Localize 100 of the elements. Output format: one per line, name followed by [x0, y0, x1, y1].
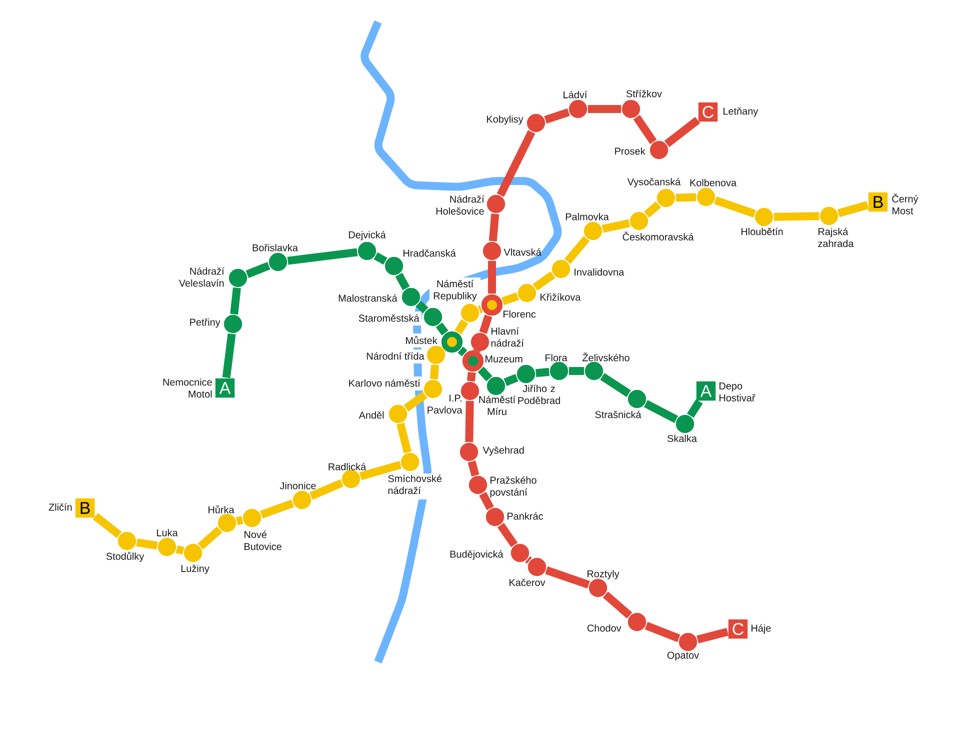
metro-line: [496, 130, 536, 197]
metro-line: [458, 346, 468, 356]
station-name: Radlická: [328, 462, 366, 470]
station-name: Náměstí Míru: [479, 396, 516, 416]
station-dot: [510, 543, 530, 563]
interchange-dot: [480, 294, 504, 316]
metro-line: [633, 114, 657, 144]
station-name: Letňany: [724, 107, 758, 117]
metro-line: [479, 314, 492, 334]
metro-line: [236, 516, 244, 525]
station-name: Invalidovna: [574, 268, 624, 276]
metro-line: [222, 333, 236, 378]
station-name: Ládví: [564, 90, 588, 98]
interchange-dot: [440, 330, 464, 354]
metro-line: [602, 219, 630, 233]
metro-line: [198, 526, 222, 550]
station-dot: [656, 188, 676, 208]
station-dot: [583, 221, 603, 241]
terminal-sign: C: [728, 618, 748, 640]
station-dot: [117, 531, 137, 551]
station-name: Strašnická: [595, 410, 642, 418]
station-name: Jinonice: [280, 482, 316, 490]
station-name: Náměstí Republiky: [434, 280, 477, 302]
station-dot: [549, 361, 569, 381]
station-dot: [675, 414, 695, 434]
metro-line: [467, 372, 476, 382]
interchange-dot: [462, 350, 484, 372]
station-name: Florenc: [504, 310, 536, 318]
station-name: Pankrác: [508, 512, 543, 520]
station-name: Rajská zahrada: [818, 228, 854, 248]
station-dot: [819, 206, 839, 226]
station-dot: [649, 140, 669, 160]
station-dot: [401, 287, 421, 307]
station-name: Nemocnice Motol: [163, 378, 212, 398]
station-dot: [468, 475, 488, 495]
station-name: Českomoravská: [622, 232, 694, 240]
metro-line: [230, 287, 241, 315]
station-name: I.P. Pavlova: [428, 394, 462, 414]
station-dot: [516, 364, 536, 384]
metro-line: [714, 196, 756, 218]
station-dot: [621, 99, 641, 119]
station-dot: [482, 241, 502, 261]
metro-line: [497, 522, 518, 548]
station-dot: [341, 469, 361, 489]
metro-line: [310, 479, 344, 500]
station-dot: [486, 194, 506, 214]
station-name: Malostranská: [338, 294, 398, 302]
station-name: Střížkov: [626, 90, 662, 98]
terminal-sign: A: [696, 380, 716, 402]
metro-line: [536, 368, 550, 378]
station-name: Staroměstská: [358, 314, 420, 322]
metro-line: [664, 116, 700, 148]
station-name: Zličín: [48, 503, 72, 511]
station-dot: [629, 211, 649, 231]
station-dot: [527, 557, 547, 577]
station-name: Hradčanská: [404, 249, 456, 257]
metro-line: [588, 105, 622, 113]
station-name: Karlovo náměstí: [349, 379, 420, 387]
station-name: Kobylisy: [487, 115, 524, 125]
station-name: Hlavní nádraží: [491, 327, 524, 347]
station-dot: [223, 314, 243, 334]
metro-line: [488, 214, 500, 242]
metro-line: [454, 319, 468, 334]
metro-line: [504, 374, 518, 386]
metro-line: [416, 300, 428, 314]
station-dot: [183, 543, 203, 563]
station-name: Kolbenova: [690, 178, 737, 186]
metro-line: [404, 392, 428, 412]
station-name: Křižíkova: [540, 293, 581, 301]
station-name: Roztyly: [587, 570, 620, 580]
metro-line: [602, 591, 632, 618]
station-name: Hůrka: [208, 505, 234, 514]
metro-line: [479, 492, 494, 510]
station-dot: [470, 332, 490, 352]
station-dot: [627, 389, 647, 409]
metro-line: [696, 628, 729, 644]
station-name: Opatov: [667, 652, 700, 661]
metro-line: [136, 538, 158, 550]
terminal-sign: C: [698, 102, 718, 122]
metro-line: [430, 364, 440, 380]
station-dot: [627, 612, 647, 632]
metro-line: [568, 367, 584, 375]
metro-line: [501, 292, 519, 306]
station-name: Vltavská: [504, 248, 542, 256]
metro-line: [545, 566, 590, 589]
station-name: Anděl: [358, 411, 384, 419]
station-dot: [584, 361, 604, 381]
station-dot: [588, 578, 608, 598]
station-name: Smíchovské nádraží: [388, 474, 442, 494]
metro-line: [246, 262, 270, 278]
station-name: Vyšehrad: [482, 446, 524, 456]
station-dot: [384, 256, 404, 276]
station-dot: [460, 303, 480, 323]
station-dot: [486, 376, 506, 396]
station-name: Národní třída: [366, 352, 424, 360]
station-name: Skalka: [668, 434, 697, 442]
station-name: Nové Butovice: [244, 530, 282, 550]
station-dot: [485, 507, 505, 527]
station-name: Dejvická: [349, 230, 386, 240]
metro-line: [478, 366, 492, 382]
